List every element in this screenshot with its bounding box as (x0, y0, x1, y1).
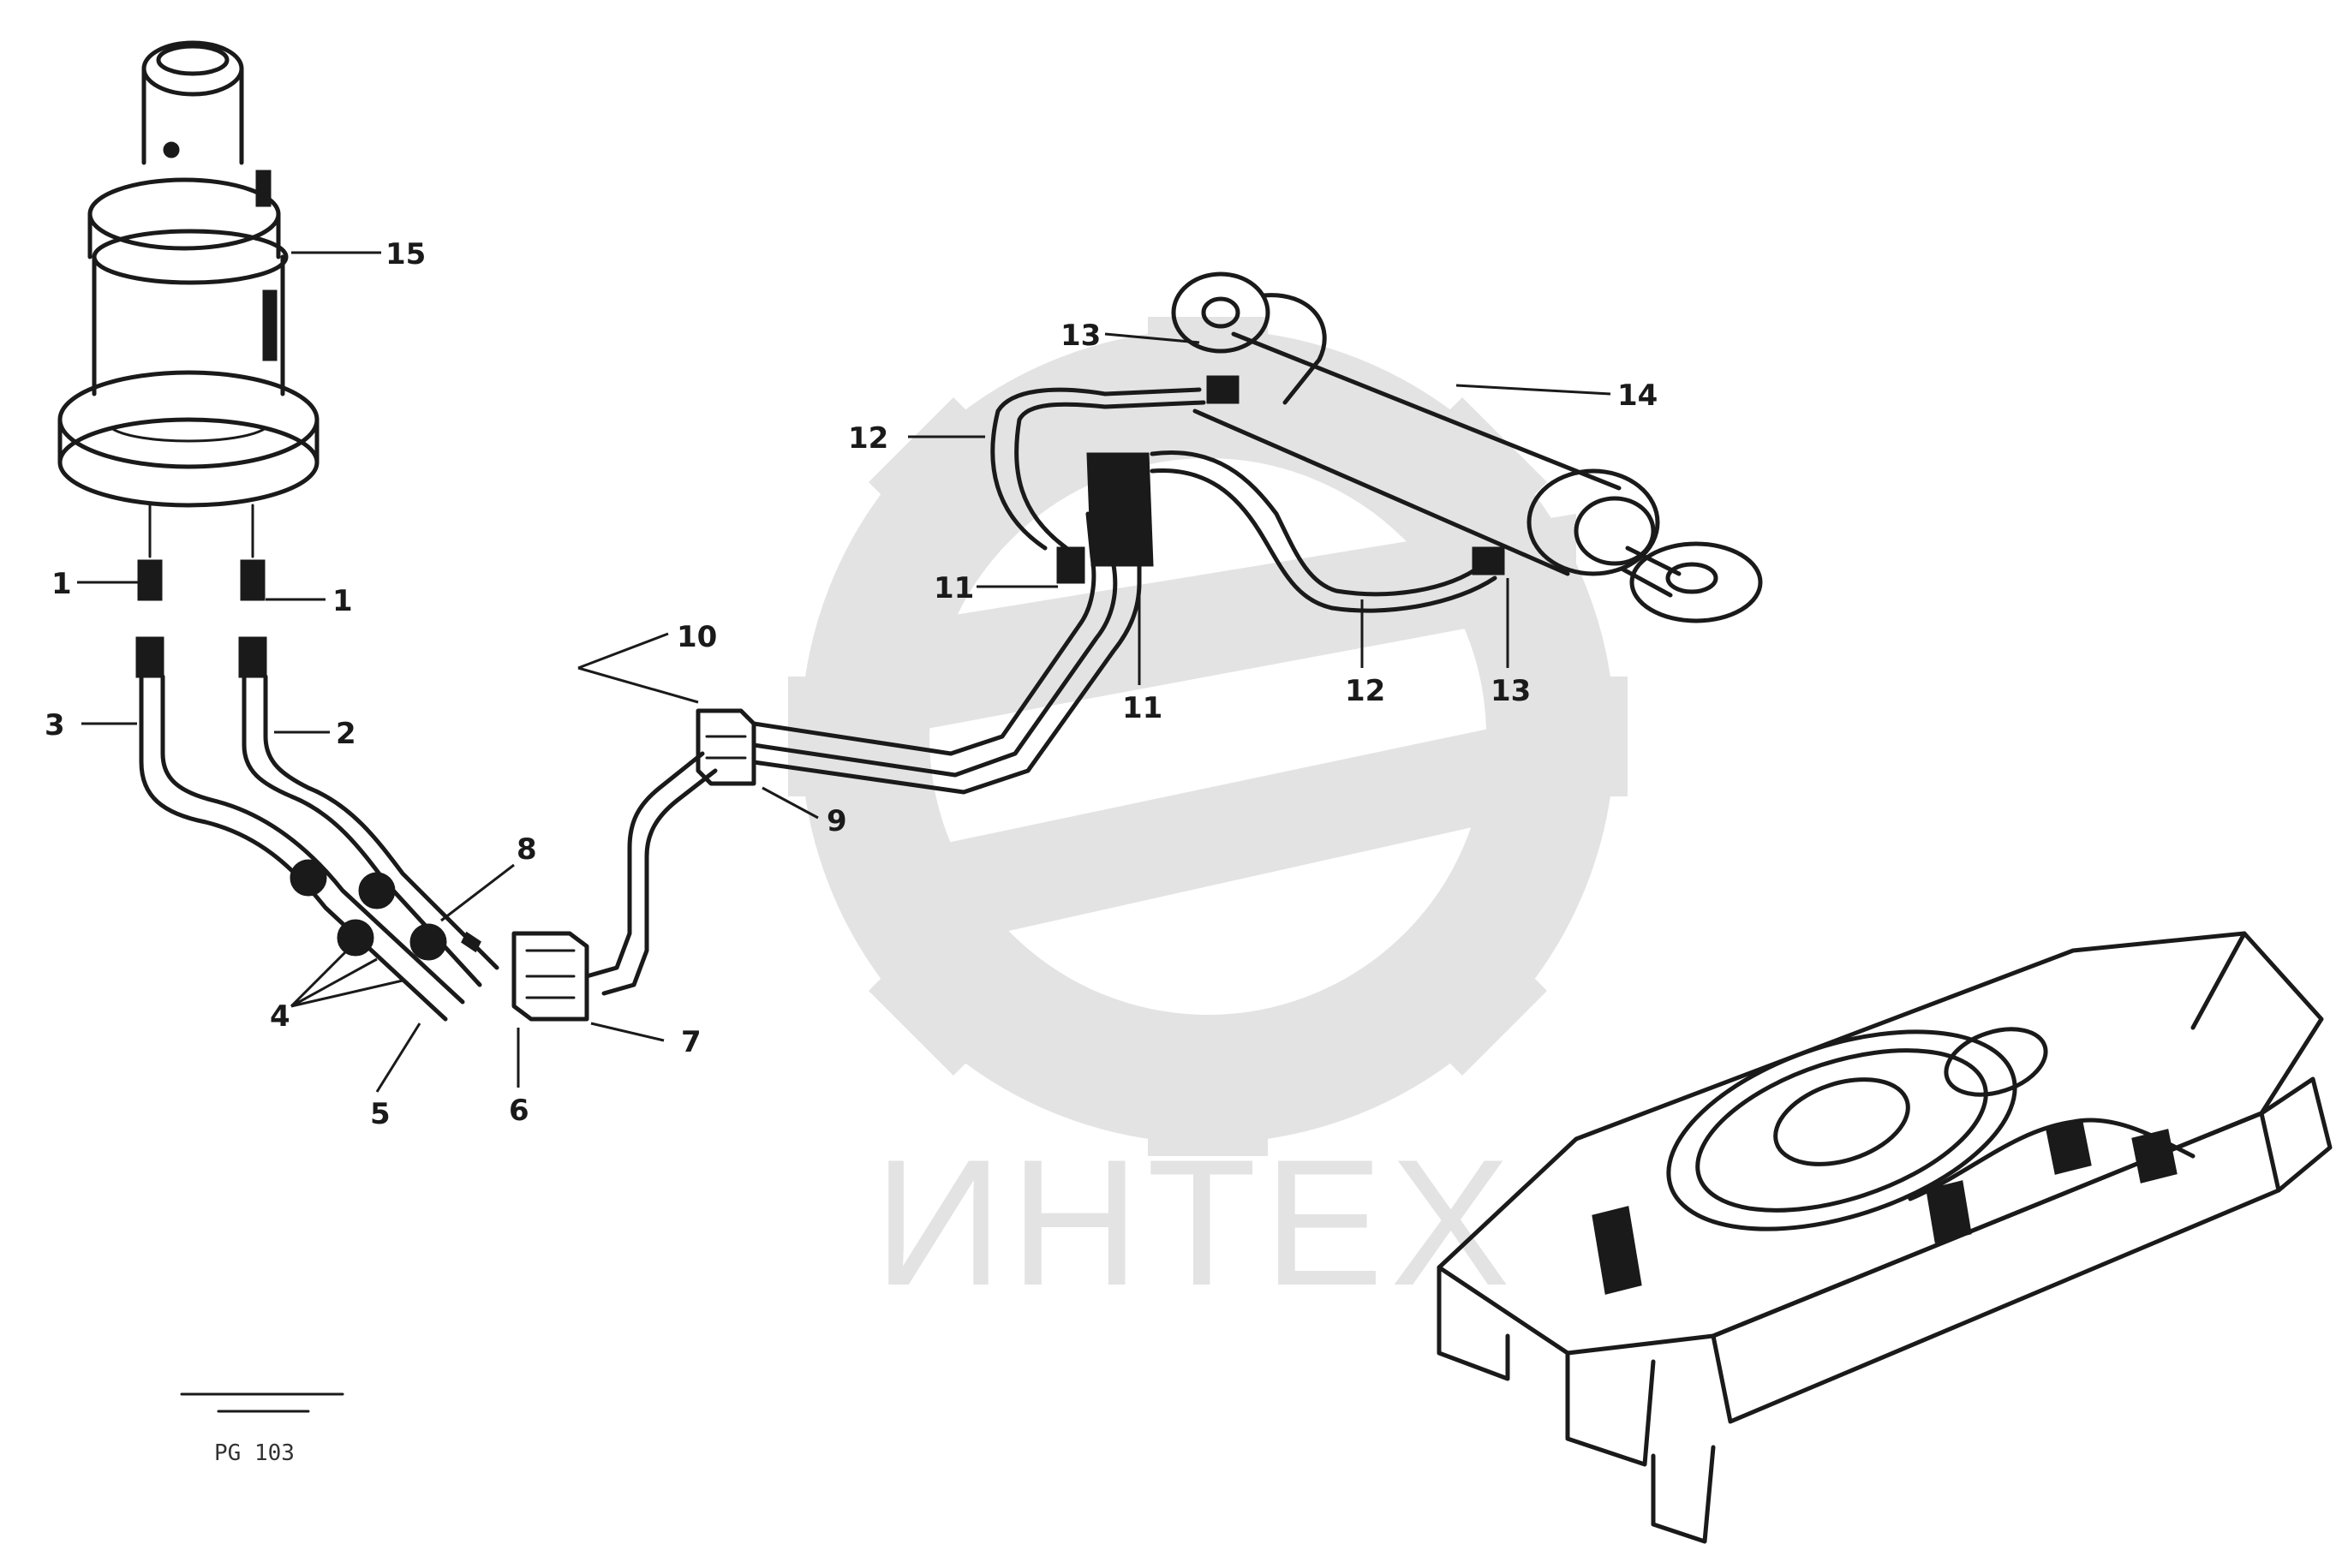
hose-lines-left (135, 504, 499, 1022)
part-9-pipe-clamp (696, 708, 756, 786)
callout-14: 14 (1617, 379, 1658, 413)
callout-1-right: 1 (332, 584, 353, 618)
part-12-hoses (990, 387, 1497, 613)
callout-2: 2 (336, 717, 356, 751)
part-11-fittings (1056, 452, 1154, 584)
callout-8: 8 (517, 832, 537, 867)
watermark-text: ИНТЕХ (874, 1122, 1517, 1323)
part-15-swivel-assembly (57, 40, 320, 508)
callouts: 15 1 1 3 2 8 4 5 6 7 9 10 11 11 12 12 13… (45, 237, 1658, 1131)
callout-4: 4 (270, 999, 290, 1034)
callout-6: 6 (509, 1094, 529, 1128)
part-7-connector-block (511, 751, 718, 1022)
callout-11-left: 11 (934, 571, 974, 605)
machine-frame (1437, 931, 2333, 1544)
reference-block: PG 103 (180, 1392, 344, 1466)
callout-13-bottom: 13 (1491, 674, 1531, 708)
callout-1-left: 1 (51, 567, 72, 601)
callout-15: 15 (385, 237, 426, 271)
callout-10: 10 (677, 620, 717, 654)
leader-lines (77, 251, 1611, 1093)
watermark-logo: ИНТЕХ (788, 317, 1628, 1323)
callout-9: 9 (827, 804, 847, 838)
callout-11-bottom: 11 (1122, 691, 1162, 725)
callout-7: 7 (681, 1025, 702, 1059)
reference-code: PG 103 (214, 1440, 295, 1466)
callout-13-top: 13 (1060, 319, 1101, 353)
callout-12-bottom: 12 (1345, 674, 1385, 708)
part-14-hydraulic-cylinder (1171, 271, 1763, 623)
callout-12-left: 12 (848, 421, 888, 456)
callout-3: 3 (45, 708, 65, 742)
callout-5: 5 (370, 1097, 391, 1131)
